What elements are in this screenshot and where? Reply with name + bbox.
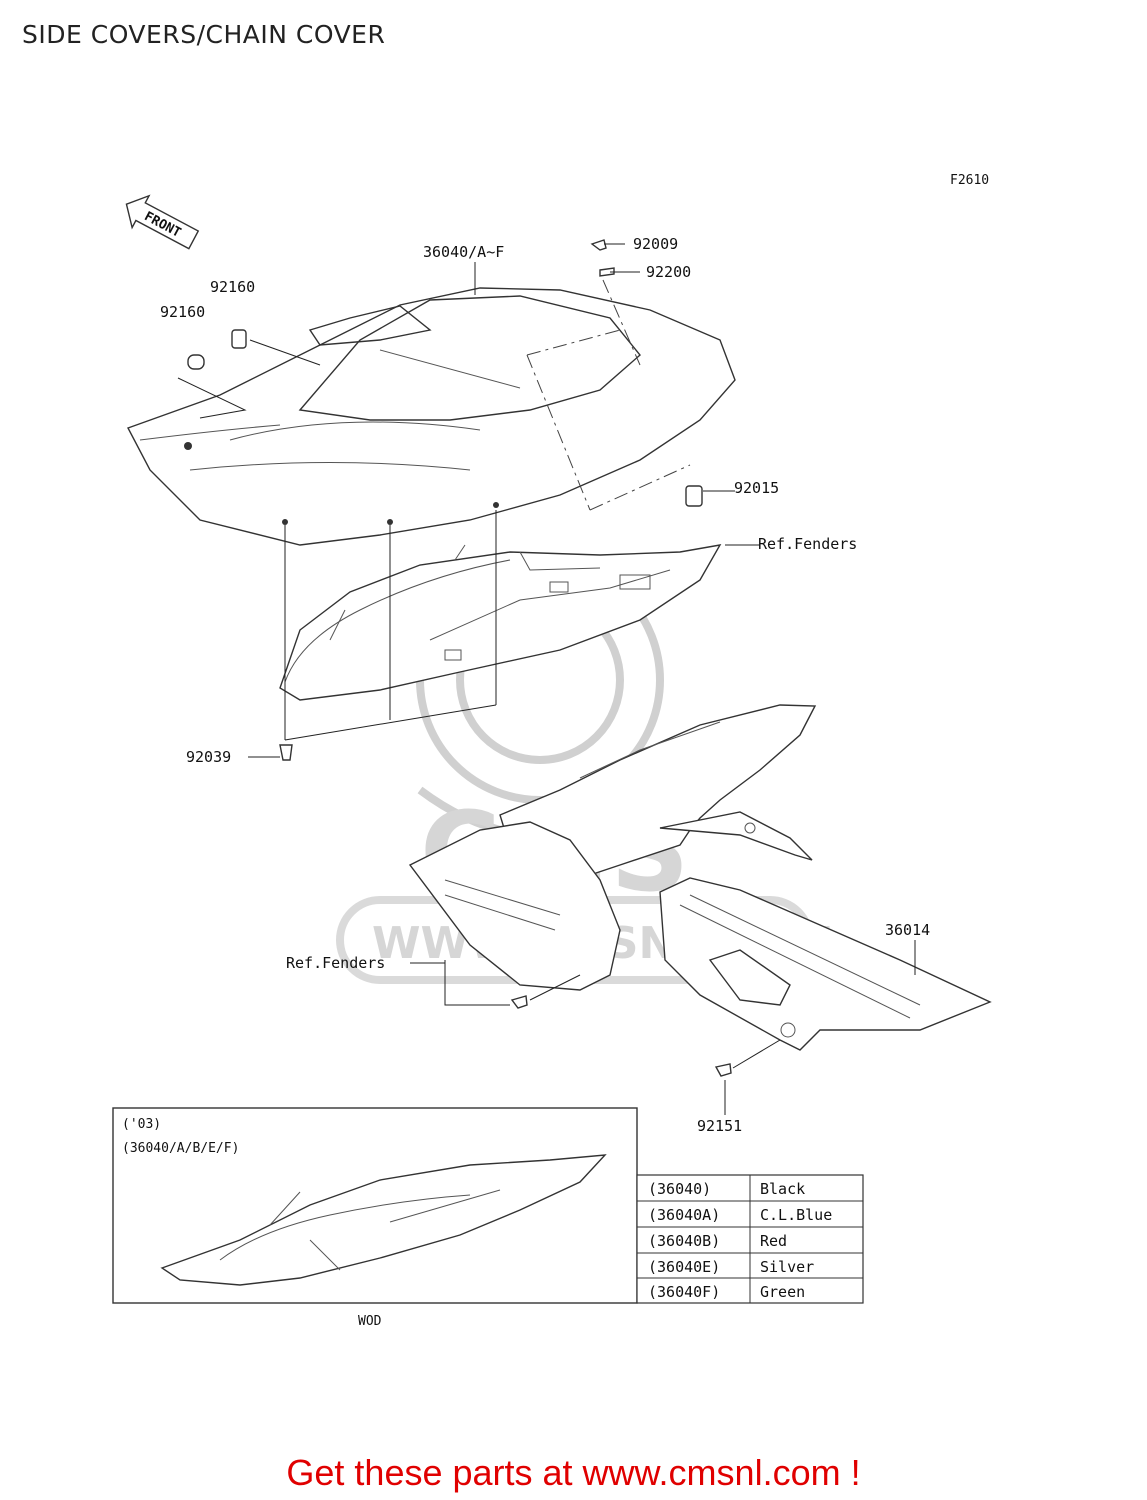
color-name-3: Silver — [760, 1258, 814, 1276]
chain-guard-drawing — [659, 877, 992, 1051]
label-36040: 36040/A~F — [423, 243, 504, 261]
leader-lines — [177, 262, 916, 1115]
label-ref-fenders-lower: Ref.Fenders — [286, 954, 385, 972]
label-92200: 92200 — [646, 263, 691, 281]
part-labels: 36040/A~F 92009 92200 92160 92160 92015 … — [160, 235, 930, 1135]
label-92160-lower: 92160 — [160, 303, 205, 321]
inset-applies-label: (36040/A/B/E/F) — [122, 1141, 239, 1156]
label-92009: 92009 — [633, 235, 678, 253]
color-name-0: Black — [760, 1180, 805, 1198]
color-name-1: C.L.Blue — [760, 1206, 832, 1224]
footer-promo-link[interactable]: Get these parts at www.cmsnl.com ! — [286, 1452, 861, 1493]
label-92160-upper: 92160 — [210, 278, 255, 296]
front-arrow: FRONT — [125, 194, 200, 250]
label-92039: 92039 — [186, 748, 231, 766]
label-36014: 36014 — [885, 921, 930, 939]
color-name-4: Green — [760, 1283, 805, 1301]
color-name-2: Red — [760, 1232, 787, 1250]
figure-code: F2610 — [950, 173, 989, 188]
label-ref-fenders-upper: Ref.Fenders — [758, 535, 857, 553]
chain-guard-front-drawing — [408, 821, 621, 991]
color-code-3: (36040E) — [648, 1258, 720, 1276]
label-92015: 92015 — [734, 479, 779, 497]
color-code-4: (36040F) — [648, 1283, 720, 1301]
inset-model-code: WOD — [358, 1314, 382, 1329]
hardware-parts — [187, 239, 732, 1077]
label-92151: 92151 — [697, 1117, 742, 1135]
color-code-0: (36040) — [648, 1180, 711, 1198]
inset-year-label: ('03) — [122, 1117, 161, 1132]
color-code-1: (36040A) — [648, 1206, 720, 1224]
page-title: SIDE COVERS/CHAIN COVER — [22, 20, 386, 49]
color-code-2: (36040B) — [648, 1232, 720, 1250]
seat-cowl-drawing — [127, 287, 736, 546]
undertray-drawing — [279, 544, 722, 701]
color-table: (36040) Black (36040A) C.L.Blue (36040B)… — [636, 1174, 864, 1304]
inset-variant-box: ('03) (36040/A/B/E/F) WOD — [112, 1107, 638, 1329]
